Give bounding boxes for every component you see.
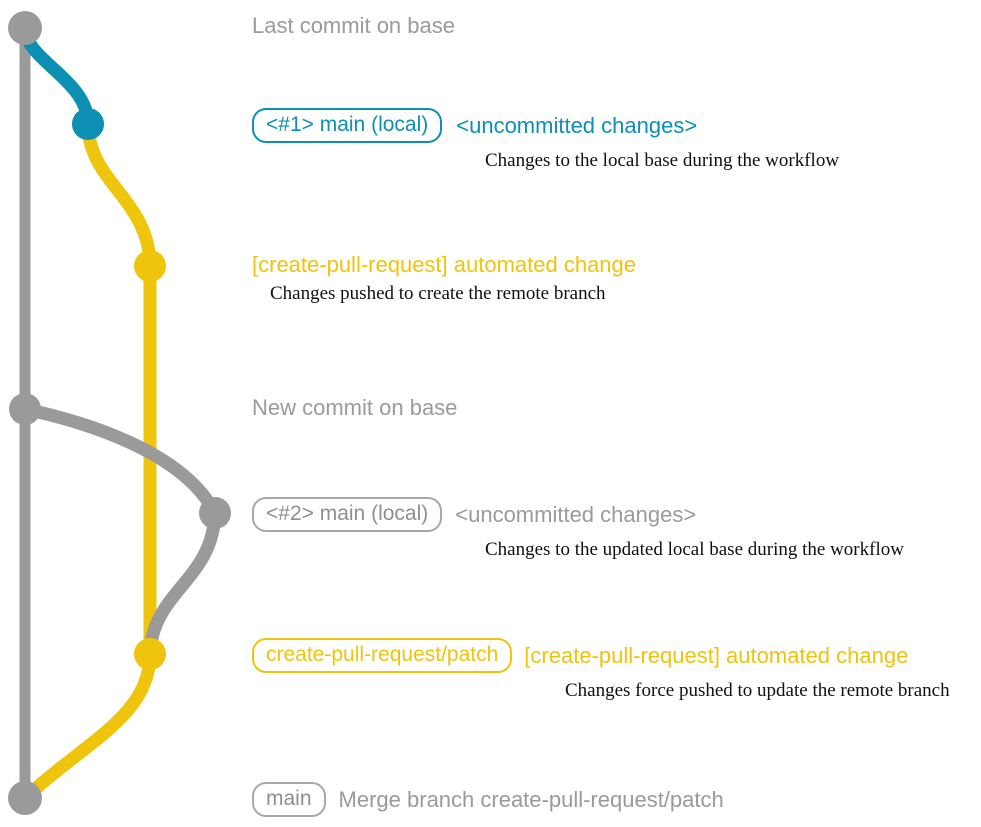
branch-chip-main[interactable]: main	[252, 782, 326, 818]
row-head: main Merge branch create-pull-request/pa…	[252, 782, 724, 818]
row-head: [create-pull-request] automated change	[252, 253, 636, 276]
commit-description: Changes to the updated local base during…	[485, 539, 904, 561]
node-base-new[interactable]	[9, 393, 41, 425]
commit-subject: [create-pull-request] automated change	[252, 252, 637, 277]
node-local-1[interactable]	[72, 108, 104, 140]
commit-description: Changes to the local base during the wor…	[485, 150, 840, 172]
row-new-commit-on-base: New commit on base	[252, 396, 457, 419]
row-local-1: <#1> main (local) <uncommitted changes> …	[252, 108, 839, 172]
commit-description: Changes pushed to create the remote bran…	[270, 283, 606, 305]
edge-local-1-to-remote-1	[81, 117, 157, 273]
commit-subject: Merge branch create-pull-request/patch	[338, 786, 724, 812]
row-head: <#2> main (local) <uncommitted changes>	[252, 497, 904, 533]
commit-subject: [create-pull-request] automated change	[524, 642, 909, 668]
commit-subject: <uncommitted changes>	[455, 501, 697, 527]
row-merge: main Merge branch create-pull-request/pa…	[252, 782, 724, 818]
edge-base-to-local-1	[18, 21, 95, 131]
edge-remote-2-to-merge	[18, 647, 157, 805]
row-head: <#1> main (local) <uncommitted changes>	[252, 108, 839, 144]
node-remote-1[interactable]	[134, 250, 166, 282]
node-local-2[interactable]	[199, 497, 231, 529]
node-base-merge[interactable]	[8, 781, 42, 815]
row-head: Last commit on base	[252, 14, 455, 37]
row-local-2: <#2> main (local) <uncommitted changes> …	[252, 497, 904, 561]
row-remote-1: [create-pull-request] automated change C…	[252, 253, 636, 305]
commit-subject: Last commit on base	[252, 13, 455, 38]
row-head: create-pull-request/patch [create-pull-r…	[252, 638, 950, 674]
commit-subject: New commit on base	[252, 395, 458, 420]
edge-local-2-to-remote-2	[143, 506, 222, 661]
row-head: New commit on base	[252, 396, 457, 419]
row-remote-2: create-pull-request/patch [create-pull-r…	[252, 638, 950, 702]
commit-description: Changes force pushed to update the remot…	[565, 680, 950, 702]
branch-chip-local-1[interactable]: <#1> main (local)	[252, 108, 443, 144]
node-base-top[interactable]	[8, 11, 42, 45]
edge-base-new-to-local-2	[18, 402, 222, 520]
commit-subject: <uncommitted changes>	[456, 112, 698, 138]
row-last-commit-on-base: Last commit on base	[252, 14, 455, 37]
node-remote-2[interactable]	[134, 638, 166, 670]
branch-chip-remote-2[interactable]: create-pull-request/patch	[252, 638, 513, 674]
git-graph	[8, 11, 231, 815]
branch-chip-local-2[interactable]: <#2> main (local)	[252, 497, 443, 533]
